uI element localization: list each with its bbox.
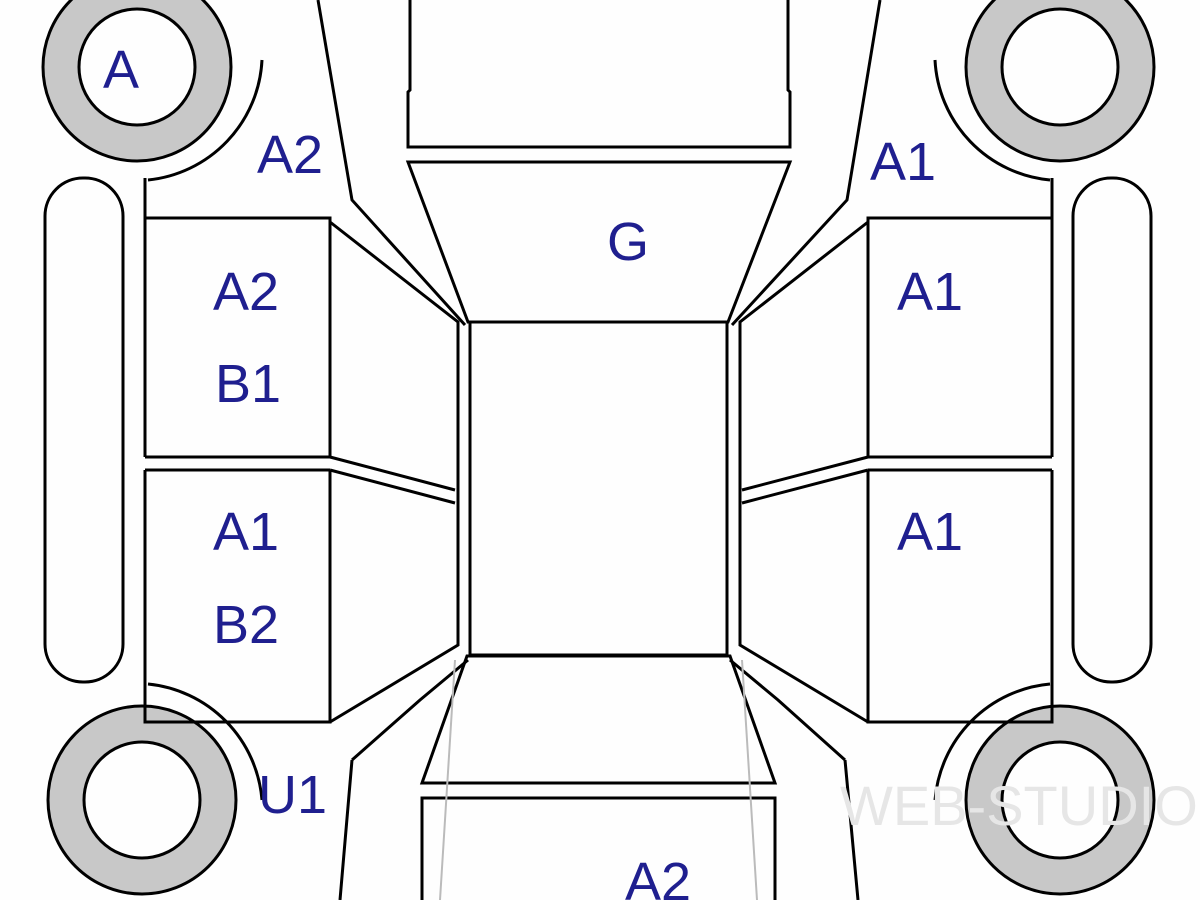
label-right-front-door: A1 [897,262,963,322]
wheel-front-left[interactable] [41,0,264,182]
label-left-front-door-2: B1 [215,354,281,414]
roof[interactable] [468,320,729,657]
right-front-door[interactable] [866,216,1054,457]
label-front-right-fender: A1 [870,132,936,192]
label-rear-left-fender: U1 [258,765,327,825]
right-sill[interactable] [1071,176,1153,684]
label-right-rear-door: A1 [897,502,963,562]
left-sill[interactable] [43,176,125,684]
label-left-front-door-1: A2 [213,262,279,322]
windshield[interactable] [405,160,793,324]
wheel-front-right[interactable] [933,0,1156,182]
watermark: WEB-STUDIO.PRO [840,774,1200,837]
left-front-door[interactable] [143,216,332,457]
wheel-rear-left[interactable] [46,682,264,896]
label-windshield: G [607,212,649,272]
right-rear-door[interactable] [866,470,1054,724]
label-trunk: A2 [625,852,691,900]
rear-window[interactable] [419,654,778,785]
label-left-rear-door-2: B2 [213,595,279,655]
label-front-left-wheel: A [103,40,139,100]
left-rear-door[interactable] [143,470,332,724]
trunk[interactable] [420,796,777,900]
hood[interactable] [406,0,792,149]
label-left-rear-door-1: A1 [213,502,279,562]
label-front-left-fender: A2 [257,125,323,185]
